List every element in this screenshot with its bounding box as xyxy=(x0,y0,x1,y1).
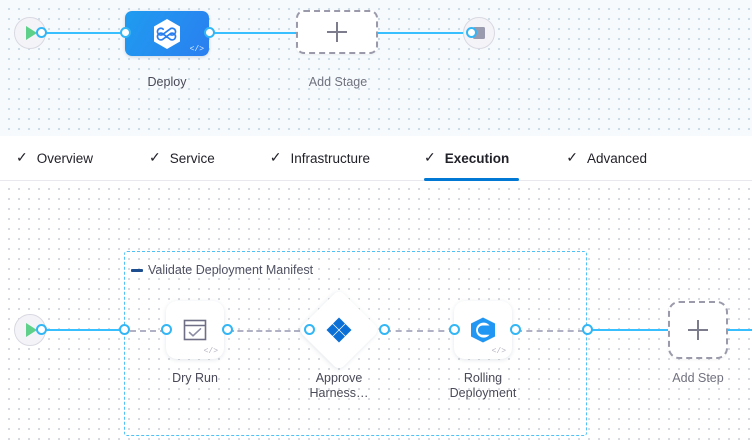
check-icon: ✓ xyxy=(149,149,161,165)
step-yaml-badge[interactable]: </> xyxy=(203,347,218,356)
edge-addstage-to-end xyxy=(376,32,472,34)
edge-group-to-dryrun xyxy=(130,330,166,332)
tab-advanced[interactable]: ✓ Advanced xyxy=(566,136,647,181)
step-node-approve-harness[interactable] xyxy=(310,301,368,359)
add-step-label: Add Step xyxy=(672,371,724,385)
tab-overview-label: Overview xyxy=(36,150,93,166)
edge-addstep-outgoing xyxy=(728,329,752,331)
stage-yaml-badge[interactable]: </> xyxy=(189,45,204,54)
connector-dot-deploy-out[interactable] xyxy=(204,27,215,38)
connector-dot-group-in[interactable] xyxy=(119,324,130,335)
step-node-rolling-deployment[interactable]: </> xyxy=(454,301,512,359)
harness-cd-hexagon-icon xyxy=(154,18,180,49)
connector-dot-end[interactable] xyxy=(466,27,477,38)
connector-dot-deploy-in[interactable] xyxy=(120,27,131,38)
step-label-dry-run: Dry Run xyxy=(172,371,218,385)
tab-infrastructure-label: Infrastructure xyxy=(290,150,371,166)
dry-run-checkbox-icon xyxy=(183,319,207,341)
connector-dot-execution-start[interactable] xyxy=(36,324,47,335)
step-group-validate-deployment-manifest[interactable] xyxy=(124,251,587,436)
collapse-dash-icon[interactable] xyxy=(131,268,143,272)
step-yaml-badge[interactable]: </> xyxy=(491,347,506,356)
check-icon: ✓ xyxy=(566,149,578,165)
edge-start-to-deploy xyxy=(40,32,126,34)
step-group-title: Validate Deployment Manifest xyxy=(148,263,314,277)
step-group-header[interactable]: Validate Deployment Manifest xyxy=(131,263,313,277)
stage-config-tabs[interactable]: ✓ Overview ✓ Service ✓ Infrastructure ✓ … xyxy=(0,136,752,181)
tab-execution-label: Execution xyxy=(444,150,510,166)
approval-diamond-icon xyxy=(326,317,352,343)
play-icon xyxy=(26,323,37,337)
execution-graph-canvas[interactable]: Validate Deployment Manifest </> xyxy=(0,181,752,448)
stage-node-deploy[interactable]: </> xyxy=(125,11,209,56)
tab-advanced-label: Advanced xyxy=(587,150,648,166)
add-stage-button[interactable] xyxy=(296,10,378,54)
tab-service[interactable]: ✓ Service xyxy=(149,136,215,181)
add-step-button[interactable] xyxy=(668,301,728,359)
check-icon: ✓ xyxy=(16,149,28,165)
add-stage-label: Add Stage xyxy=(308,75,368,89)
connector-dot-rolling-out[interactable] xyxy=(510,324,521,335)
tab-overview[interactable]: ✓ Overview xyxy=(16,136,93,181)
tab-service-label: Service xyxy=(169,150,215,166)
plus-icon xyxy=(688,320,708,340)
tab-active-underline xyxy=(424,177,520,181)
edge-approve-to-rolling xyxy=(385,330,455,332)
step-node-dry-run[interactable]: </> xyxy=(166,301,224,359)
edge-start-to-group xyxy=(40,329,126,331)
tab-infrastructure[interactable]: ✓ Infrastructure xyxy=(270,136,370,181)
connector-dot-rolling-in[interactable] xyxy=(449,324,460,335)
connector-dot-dryrun-out[interactable] xyxy=(222,324,233,335)
connector-dot-approve-out[interactable] xyxy=(379,324,390,335)
check-icon: ✓ xyxy=(424,149,436,165)
step-label-approve-harness: Approve Harness… xyxy=(309,371,369,400)
step-label-rolling-deployment: Rolling Deployment xyxy=(449,371,517,400)
pipeline-stage-canvas[interactable]: </> Deploy Add Stage xyxy=(0,0,752,136)
connector-dot-dryrun-in[interactable] xyxy=(161,324,172,335)
connector-dot-start[interactable] xyxy=(36,27,47,38)
connector-dot-approve-in[interactable] xyxy=(304,324,315,335)
play-icon xyxy=(26,26,37,40)
connector-dot-group-out[interactable] xyxy=(582,324,593,335)
check-icon: ✓ xyxy=(269,149,282,165)
tab-execution[interactable]: ✓ Execution xyxy=(424,136,520,181)
edge-group-to-addstep xyxy=(588,329,668,331)
edge-dryrun-to-approve xyxy=(228,330,300,332)
stage-label-deploy: Deploy xyxy=(147,75,187,89)
plus-icon xyxy=(327,22,347,42)
edge-rolling-to-groupend xyxy=(516,330,584,332)
kubernetes-rolling-icon xyxy=(471,317,495,343)
edge-deploy-to-addstage xyxy=(210,32,300,34)
